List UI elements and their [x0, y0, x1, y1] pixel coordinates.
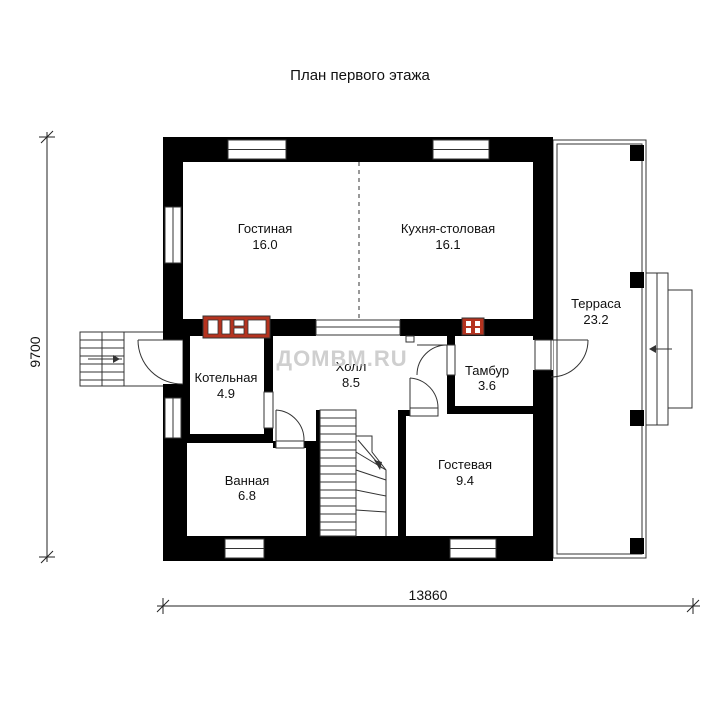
guest-room-area: 9.4 [456, 473, 474, 488]
hall-opening [315, 319, 401, 336]
kitchen-room-name: Кухня-столовая [401, 221, 495, 236]
left-entrance-arrow-icon [113, 355, 120, 363]
terrace-room-name: Терраса [571, 296, 622, 311]
right-door-swing [534, 339, 589, 378]
vestibule-room-area: 3.6 [478, 378, 496, 393]
hall-room-name: Холл [336, 359, 367, 374]
bath-room-name: Ванная [225, 473, 270, 488]
kitchen-stove [461, 317, 485, 336]
boiler-door [263, 391, 274, 429]
terrace-posts [630, 145, 644, 554]
boiler-room-name: Котельная [195, 370, 258, 385]
hall-room-area: 8.5 [342, 375, 360, 390]
stairs [319, 409, 387, 537]
width-dimension-label: 13860 [409, 587, 448, 603]
boiler-room-area: 4.9 [217, 386, 235, 401]
height-dimension-line [39, 130, 55, 564]
stairs-arrow-icon [374, 460, 382, 470]
guest-room-name: Гостевая [438, 457, 492, 472]
living-room-name: Гостиная [238, 221, 293, 236]
kitchen-room-area: 16.1 [435, 237, 460, 252]
terrace-outline [552, 139, 647, 559]
left-door-gap [163, 340, 183, 384]
hall-door-swing [416, 344, 456, 376]
guest-door [409, 377, 439, 417]
interior-walls [183, 319, 533, 536]
watermark: ДОМВМ.RU [276, 346, 407, 371]
living-room-area: 16.0 [252, 237, 277, 252]
vestibule-room-name: Тамбур [465, 363, 509, 378]
terrace-arrow-icon [649, 345, 656, 353]
height-dimension-label: 9700 [27, 336, 43, 367]
bath-door [275, 409, 305, 449]
terrace-room-area: 23.2 [583, 312, 608, 327]
hall-door-top [405, 335, 415, 343]
width-dimension-line [156, 598, 700, 614]
plan-title: План первого этажа [290, 67, 430, 84]
stove [202, 315, 271, 339]
room-labels: Гостиная 16.0 Кухня-столовая 16.1 Террас… [195, 221, 622, 503]
bath-room-area: 6.8 [238, 488, 256, 503]
terrace-steps [645, 272, 693, 426]
